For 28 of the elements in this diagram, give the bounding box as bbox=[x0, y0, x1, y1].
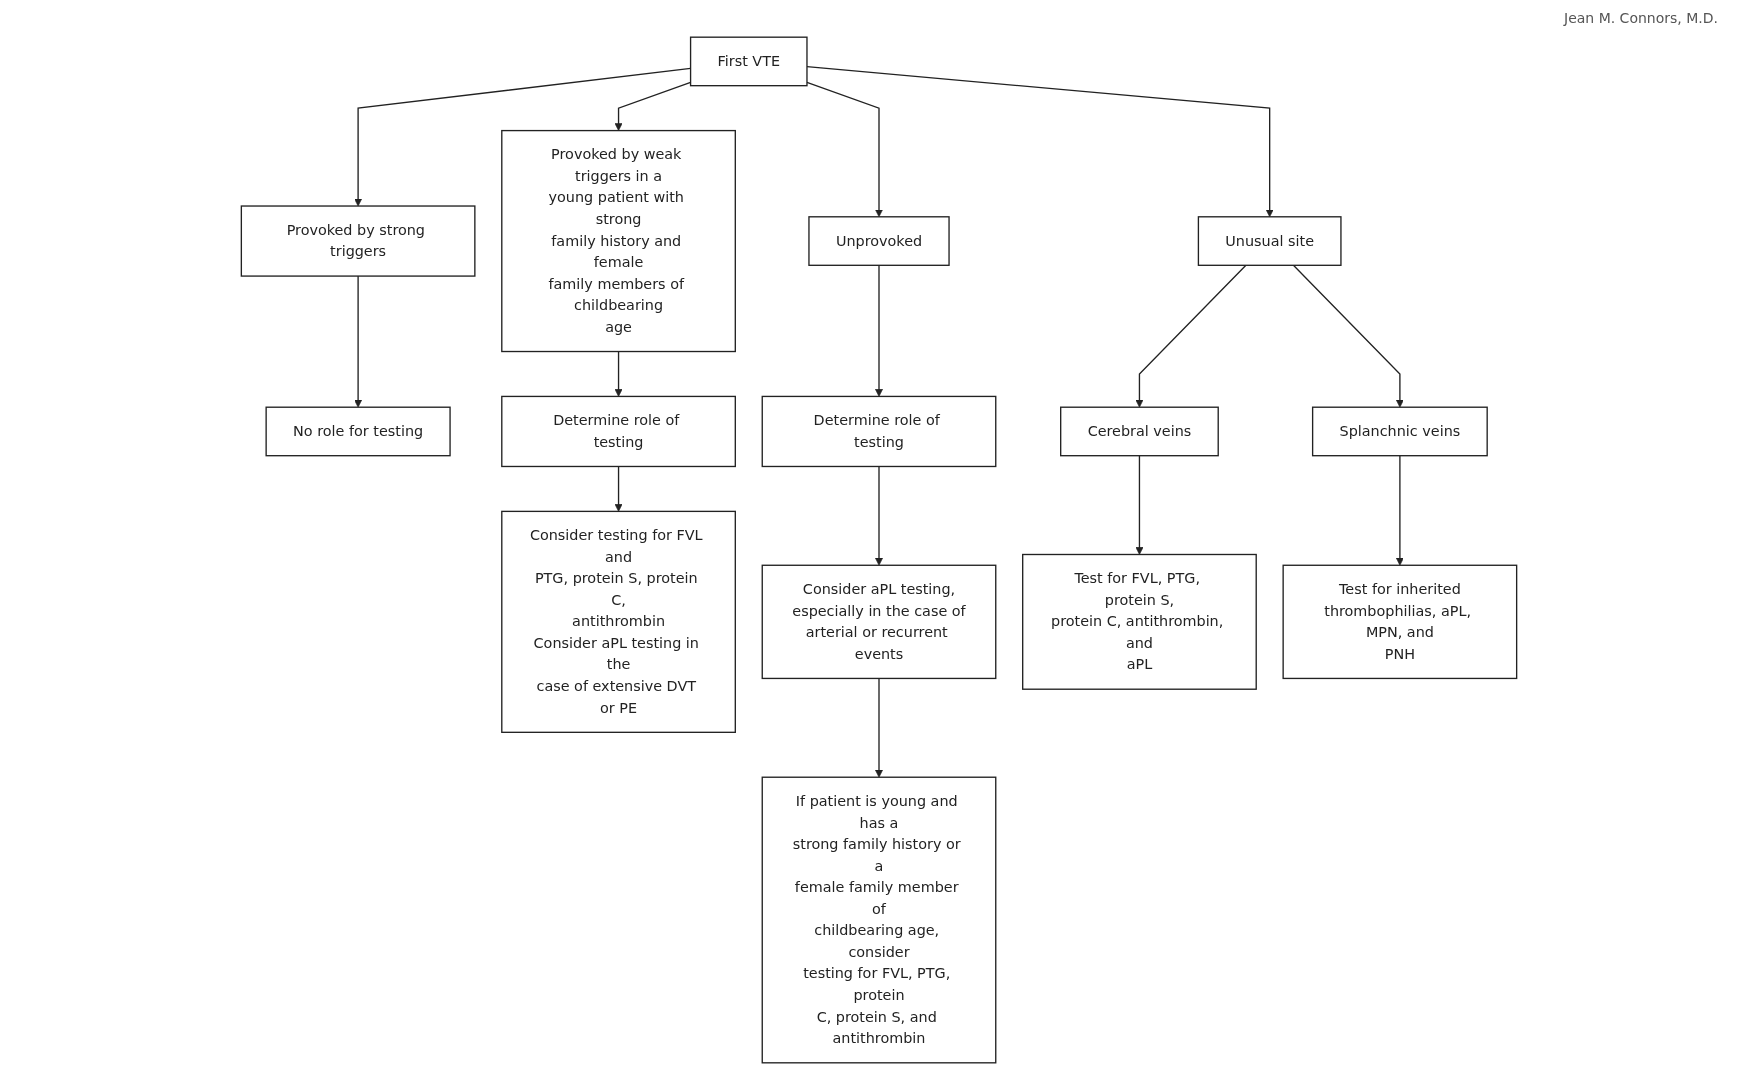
node-box: First VTE bbox=[689, 36, 808, 87]
node-box: Determine role of testing bbox=[501, 395, 736, 468]
node-box: Unprovoked bbox=[808, 216, 950, 266]
arrow bbox=[1292, 264, 1404, 408]
arrow bbox=[614, 350, 623, 397]
arrow bbox=[806, 65, 1274, 218]
author-credit: Jean M. Connors, M.D. bbox=[1564, 10, 1718, 26]
node-box: No role for testing bbox=[265, 406, 451, 457]
arrow bbox=[354, 275, 363, 408]
node-box: Unusual site bbox=[1197, 216, 1342, 266]
node-box: Determine role of testing bbox=[761, 395, 997, 468]
arrow bbox=[875, 264, 883, 397]
arrow bbox=[1135, 455, 1144, 555]
node-box: Test for FVL, PTG, protein S, protein C, antithrombin, and aPL bbox=[1022, 553, 1257, 690]
arrow bbox=[806, 81, 883, 218]
node-box: If patient is young and has a strong family history or a female family member of childbearing age, consider testing for FVL, PTG, protein C, protein S, and antithrombin bbox=[761, 776, 997, 1064]
node-box: Test for inherited thrombophilias, aPL, MPN, and PNH bbox=[1282, 564, 1518, 680]
node-box: Consider testing for FVL and PTG, protein S, protein C, antithrombin Consider aPL testing in the case of extensive DVT or PE bbox=[501, 510, 736, 733]
arrow bbox=[875, 677, 883, 778]
node-box: Provoked by weak triggers in a young patient with strong family history and female family members of childbearing age bbox=[501, 129, 736, 353]
arrow bbox=[875, 465, 883, 566]
arrow bbox=[1395, 455, 1404, 566]
arrow bbox=[1135, 264, 1247, 408]
node-box: Provoked by strong triggers bbox=[240, 205, 476, 277]
node-box: Cerebral veins bbox=[1060, 406, 1219, 457]
node-box: Consider aPL testing, especially in the case of arterial or recurrent events bbox=[761, 564, 997, 680]
arrow bbox=[614, 465, 623, 512]
node-box: Splanchnic veins bbox=[1311, 406, 1488, 457]
